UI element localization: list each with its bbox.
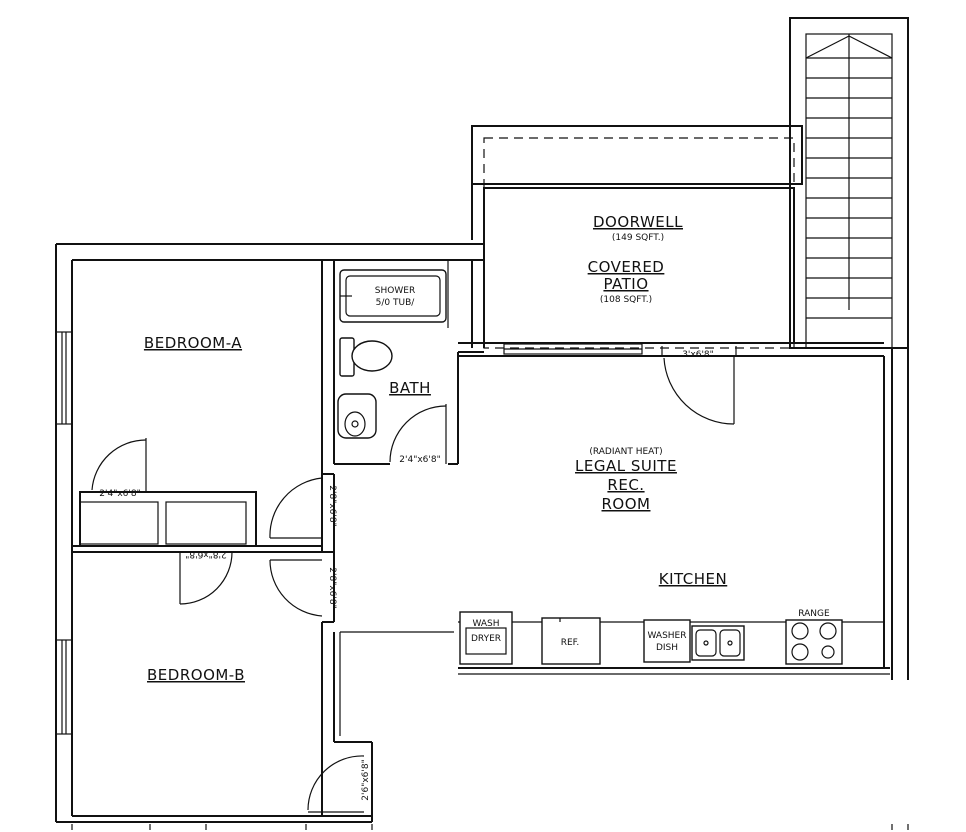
doorwell-label: DOORWELL — [593, 213, 683, 231]
shower-tub: SHOWER 5/0 TUB/ — [339, 269, 447, 323]
sink-icon — [337, 393, 377, 439]
door-bedroom-a-closet-2 — [179, 551, 233, 605]
tub-label: 5/0 TUB/ — [376, 298, 416, 308]
bedroom-b-label: BEDROOM-B — [147, 666, 245, 684]
stair-treads — [806, 57, 892, 319]
doorwell-area: (149 SQFT.) — [612, 233, 664, 243]
door-size-bath: 2'4"x6'8" — [399, 455, 440, 465]
dryer-label: DRYER — [471, 634, 501, 644]
dish-label: DISH — [656, 643, 678, 653]
kitchen-label: KITCHEN — [659, 570, 728, 588]
washer-dish: WASHER DISH — [643, 619, 691, 663]
door-size-bedroom-b-exit: 2'6"x6'8" — [361, 759, 371, 800]
door-bedroom-a — [269, 477, 323, 539]
wash-dryer: WASH DRYER — [459, 611, 513, 665]
stairs — [789, 17, 909, 680]
double-sink-icon — [691, 625, 745, 661]
interior-walls — [72, 260, 485, 822]
range-label: RANGE — [798, 609, 830, 619]
room-label: ROOM — [602, 495, 651, 513]
shower-label: SHOWER — [375, 286, 415, 296]
ref-label: REF. — [561, 638, 580, 648]
range-icon: RANGE — [785, 609, 843, 665]
left-wall-window-b — [55, 639, 73, 735]
door-bedroom-b-exit — [307, 755, 365, 813]
bedroom-a-label: BEDROOM-A — [144, 334, 242, 352]
refrigerator: REF. — [541, 617, 601, 665]
door-size-bedroom-b: 2'8"x6'8" — [327, 567, 337, 608]
door-patio — [661, 346, 737, 425]
door-bath — [389, 404, 447, 464]
exterior-walls — [55, 243, 890, 823]
bottom-edge-marks — [71, 824, 909, 830]
legal-suite-label: LEGAL SUITE — [575, 457, 677, 475]
door-size-bedroom-a: 2'8"x6'8" — [327, 485, 337, 526]
covered-patio-area: (108 SQFT.) — [600, 295, 652, 305]
rec-label: REC. — [607, 476, 644, 494]
door-size-patio: 3'x6'8" — [682, 350, 714, 360]
wash-label: WASH — [472, 619, 499, 629]
door-size-bedroom-a-closet: 2'4"x6'8" — [99, 489, 140, 499]
radiant-heat-label: (RADIANT HEAT) — [589, 447, 662, 457]
toilet-icon — [339, 337, 393, 377]
bath-label: BATH — [389, 379, 431, 397]
covered-patio-label-2: PATIO — [603, 275, 648, 293]
left-wall-window-a — [55, 331, 73, 425]
door-size-bedroom-a-closet-2: 2'8"x6'8" — [185, 549, 226, 559]
washer-label: WASHER — [648, 631, 687, 641]
door-bedroom-b — [269, 559, 323, 617]
covered-patio-label-1: COVERED — [588, 258, 665, 276]
door-bedroom-a-closet — [91, 438, 147, 492]
